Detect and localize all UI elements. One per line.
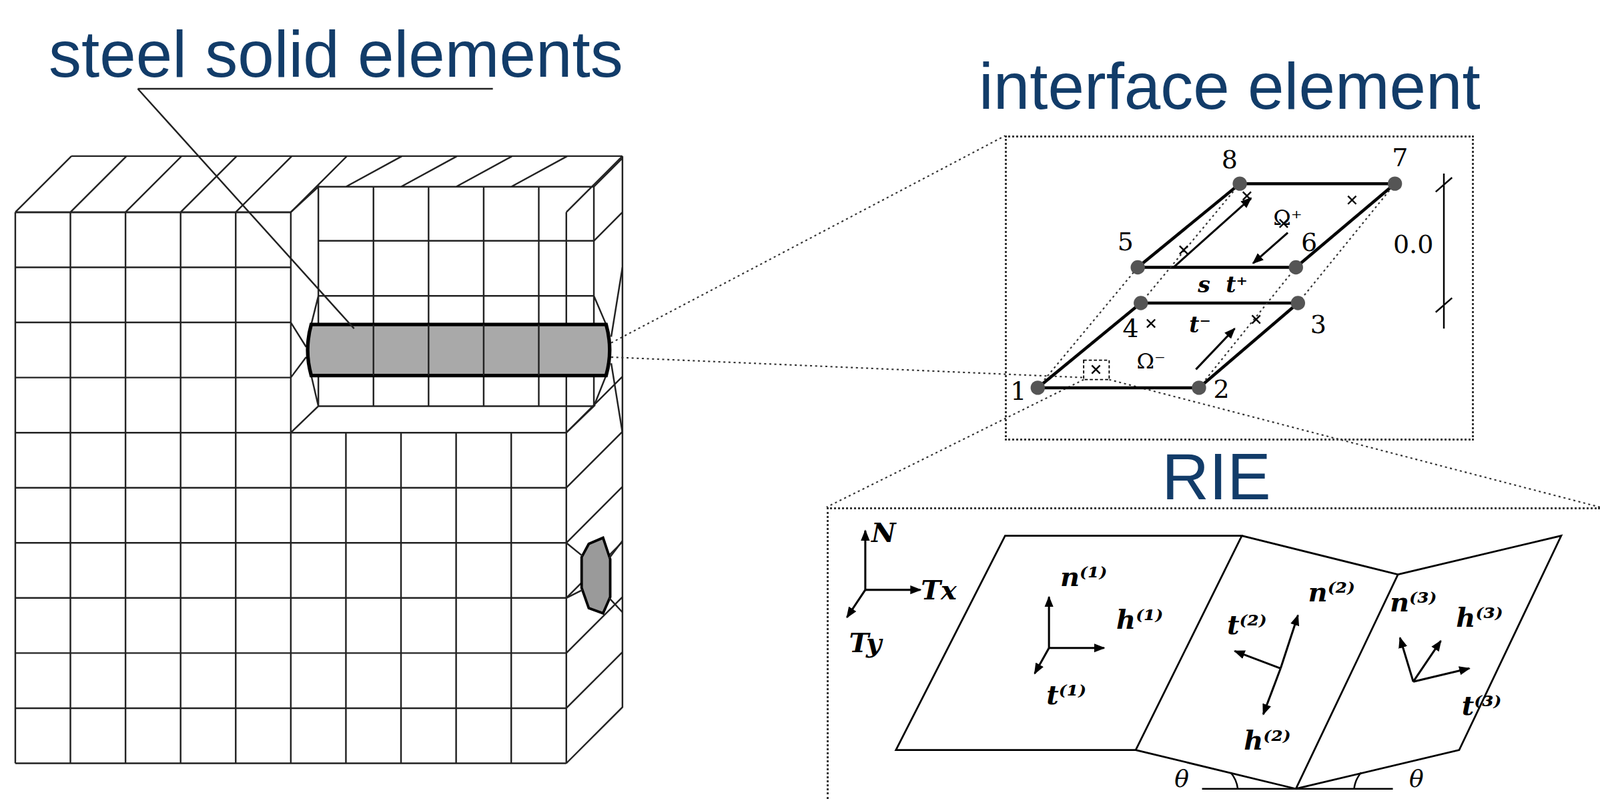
rie-box: RIE [826,507,1600,799]
node-number: 7 [1391,142,1408,174]
vector-label: Ty [849,626,883,659]
rie-panels [896,535,1562,789]
detail-box [1083,360,1109,380]
vector-label: t⁽³⁾ [1461,689,1502,722]
part-label: steel solid elements [48,21,624,87]
node-number: 4 [1122,313,1139,345]
zoom-line [611,135,1005,343]
vector-label: h⁽³⁾ [1455,601,1503,634]
vector-label: t⁽¹⁾ [1046,678,1087,711]
interface-element-drawing [1030,173,1453,395]
small-bar [581,537,611,614]
gauss-points [1091,191,1356,373]
angle-label: θ [1174,763,1189,793]
element-links [1037,183,1395,388]
domain-label: Ω⁺ [1273,204,1302,231]
section-heading: RIE [1161,443,1271,510]
vector-label: h⁽²⁾ [1243,723,1291,756]
leader-line [137,88,493,329]
node-number: 2 [1213,374,1230,406]
node-number: 8 [1221,144,1238,176]
small-bar-links [566,540,623,612]
bar-divisions [373,324,540,375]
vector-label: t⁻ [1188,311,1212,339]
dimension-line [1435,173,1452,329]
vector-label: h⁽¹⁾ [1116,603,1163,636]
t-plus-arrow [1253,232,1288,264]
vector-label: s [1197,271,1211,299]
vector-label: t⁺ [1225,271,1248,299]
vector-label: t⁽²⁾ [1227,608,1268,641]
steel-bar [307,324,610,375]
solid-mesh [15,156,623,764]
zoom-line [611,356,1084,378]
element-nodes [1030,176,1403,395]
domain-label: Ω⁻ [1136,348,1165,374]
vector-label: n⁽³⁾ [1389,585,1437,618]
vector-label: n⁽¹⁾ [1060,560,1107,593]
zoom-lines [611,135,1600,507]
vector-label: n⁽²⁾ [1308,575,1356,608]
angle-label: θ [1409,763,1424,793]
section-heading: interface element [978,53,1481,119]
rie-drawing [846,530,1562,789]
zoom-line [826,379,1084,508]
vector-label: N [871,516,897,549]
s-arrow [1173,198,1252,268]
element-edges [1037,183,1395,388]
vectors [846,530,1470,714]
node-number: 1 [1010,376,1027,408]
recess [290,186,623,433]
node-number: 5 [1117,226,1134,258]
node-number: 0.0 [1393,229,1434,261]
node-number: 6 [1301,227,1318,259]
vector-label: Tx [920,573,957,606]
local-axes [1173,198,1288,370]
angle-base [1202,771,1394,788]
node-number: 3 [1310,309,1327,341]
